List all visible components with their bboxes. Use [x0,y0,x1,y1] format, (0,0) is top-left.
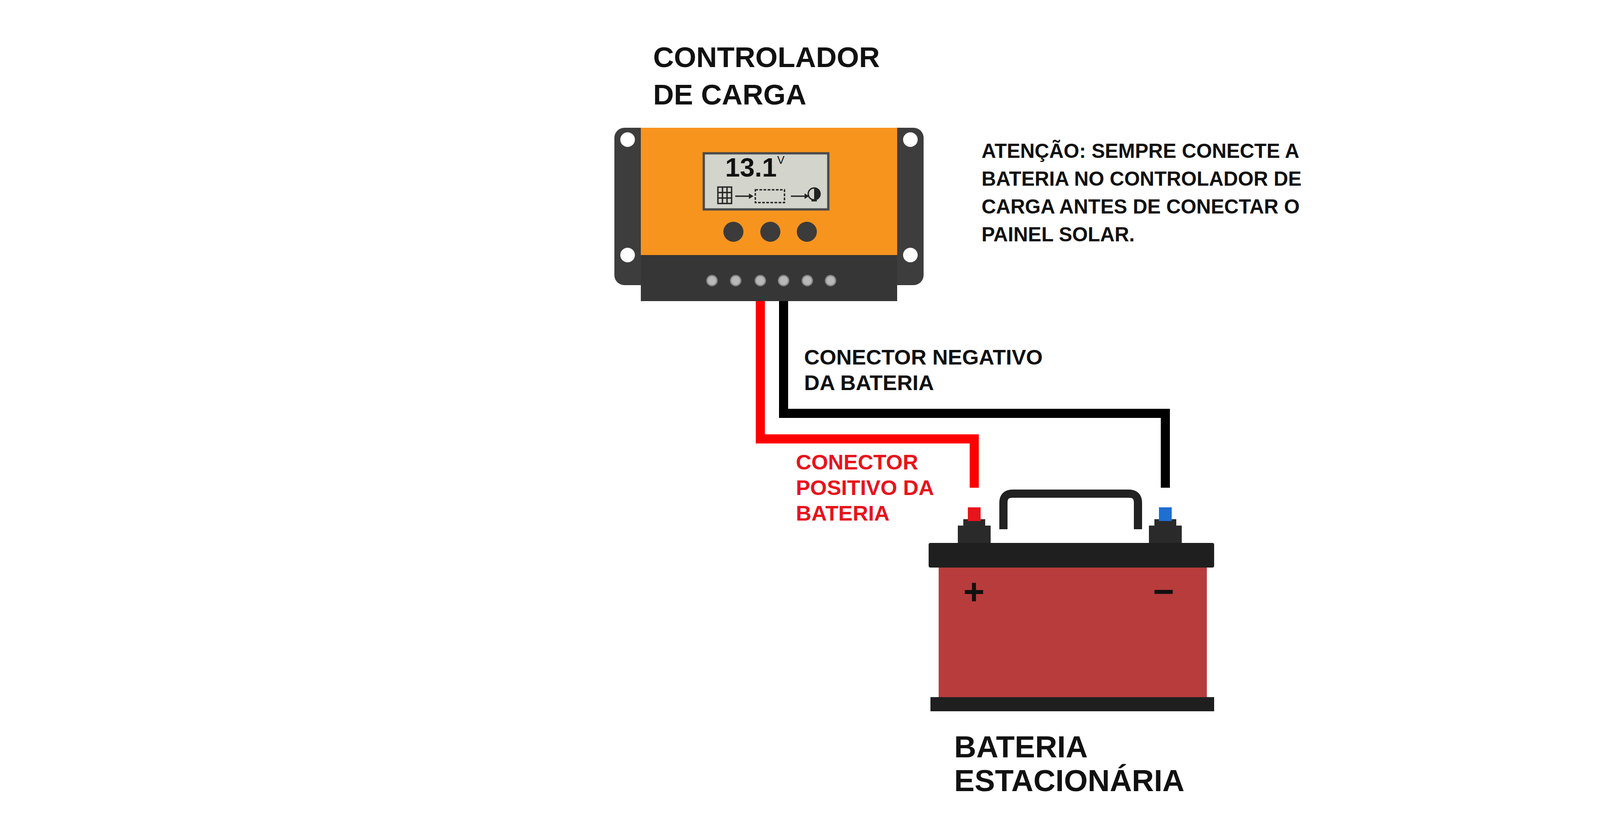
positive-sign: + [963,572,996,611]
wire-label: CONECTOR POSITIVO DA BATERIA [795,449,951,526]
battery-drawing [928,493,1215,712]
display-reading: 13.1 [725,153,780,182]
warning-note: ATENÇÃO: SEMPRE CONECTE A BATERIA NO CON… [981,136,1356,249]
node-heading: CONTROLADOR DE CARGA [653,38,909,114]
display-unit: V [777,154,791,167]
negative-sign: − [1153,572,1190,611]
wire-label: CONECTOR NEGATIVO DA BATERIA [804,344,1069,396]
charge-controller-drawing [614,127,924,302]
node-heading: BATERIA ESTACIONÁRIA [954,729,1228,798]
